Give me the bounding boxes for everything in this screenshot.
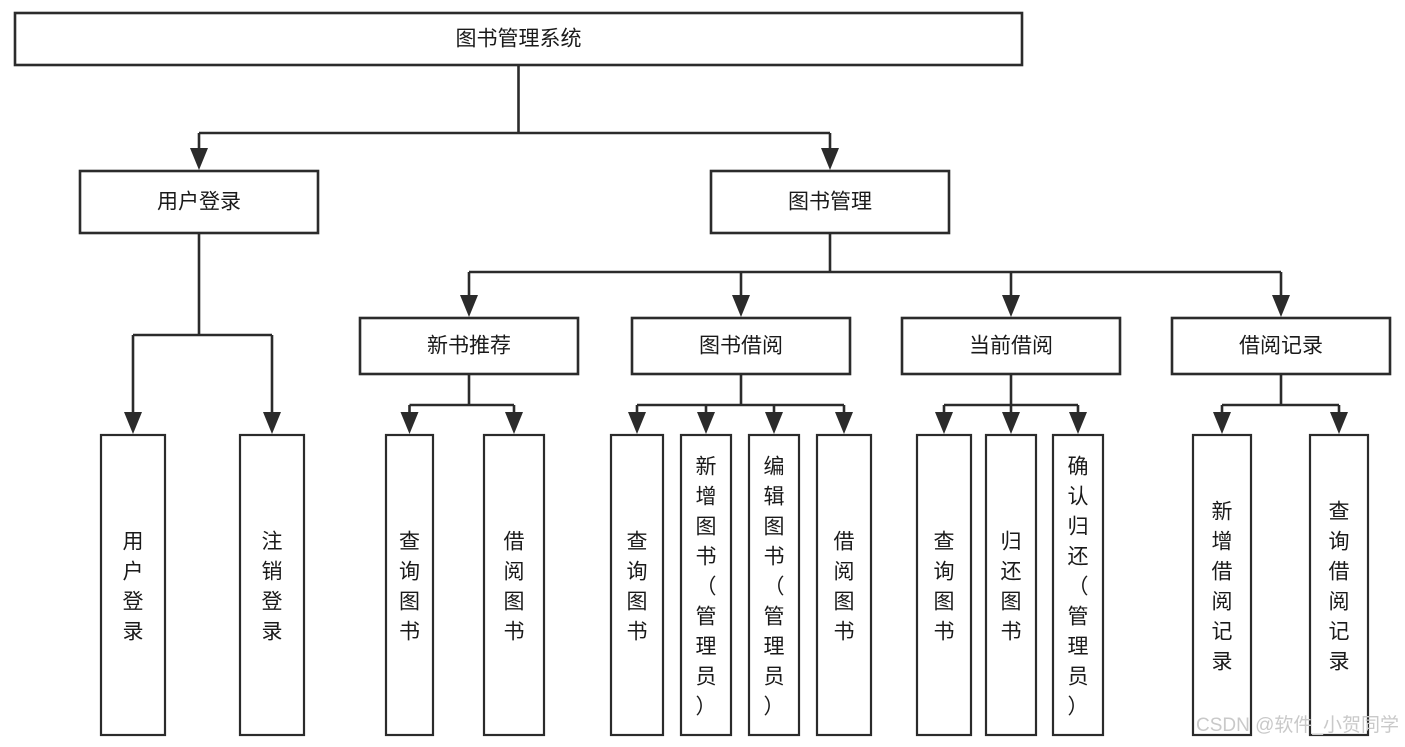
node-box-current-borrow xyxy=(900,316,1122,376)
node-label-root: 图书管理系统 xyxy=(456,28,582,51)
arrow-head-icon xyxy=(765,412,783,434)
node-box-borrow-record xyxy=(1170,316,1392,376)
edge-group-root xyxy=(190,65,839,170)
node-leaf-query-record[interactable]: 查询借阅记录 xyxy=(1308,433,1370,737)
node-book-manage[interactable]: 图书管理 xyxy=(709,169,951,235)
edge-group-book-manage xyxy=(460,233,1290,317)
node-box-leaf-confirm-return xyxy=(1051,433,1105,737)
node-box-leaf-borrow-book-1 xyxy=(482,433,546,737)
node-box-leaf-logout xyxy=(238,433,306,737)
arrow-head-icon xyxy=(732,295,750,317)
arrow-head-icon xyxy=(1272,295,1290,317)
arrow-head-icon xyxy=(628,412,646,434)
arrow-head-icon xyxy=(1069,412,1087,434)
arrow-head-icon xyxy=(1330,412,1348,434)
node-box-book-borrow xyxy=(630,316,852,376)
edge-group-borrow-record xyxy=(1213,374,1348,434)
node-label-leaf-borrow-book-2: 借阅图书 xyxy=(834,530,855,643)
node-label-leaf-query-record: 查询借阅记录 xyxy=(1329,500,1350,673)
node-root[interactable]: 图书管理系统 xyxy=(13,11,1024,67)
node-leaf-return-book[interactable]: 归还图书 xyxy=(984,433,1038,737)
node-label-leaf-user-login: 用户登录 xyxy=(123,530,144,643)
node-label-book-borrow: 图书借阅 xyxy=(699,335,783,358)
node-box-user-login xyxy=(78,169,320,235)
node-current-borrow[interactable]: 当前借阅 xyxy=(900,316,1122,376)
edge-group-user-login xyxy=(124,233,281,434)
node-leaf-query-book-1[interactable]: 查询图书 xyxy=(384,433,435,737)
node-leaf-query-book-3[interactable]: 查询图书 xyxy=(915,433,973,737)
node-box-leaf-return-book xyxy=(984,433,1038,737)
arrow-head-icon xyxy=(190,148,208,170)
node-new-book-rec[interactable]: 新书推荐 xyxy=(358,316,580,376)
node-leaf-user-login[interactable]: 用户登录 xyxy=(99,433,167,737)
arrow-head-icon xyxy=(263,412,281,434)
arrow-head-icon xyxy=(697,412,715,434)
arrow-head-icon xyxy=(1213,412,1231,434)
node-box-leaf-add-record xyxy=(1191,433,1253,737)
node-borrow-record[interactable]: 借阅记录 xyxy=(1170,316,1392,376)
node-box-leaf-add-book xyxy=(679,433,733,737)
node-leaf-borrow-book-2[interactable]: 借阅图书 xyxy=(815,433,873,737)
node-leaf-query-book-2[interactable]: 查询图书 xyxy=(609,433,665,737)
edge-group-current-borrow xyxy=(935,374,1087,434)
node-box-leaf-query-record xyxy=(1308,433,1370,737)
node-label-leaf-confirm-return: 确认归还（管理员） xyxy=(1068,455,1089,718)
node-leaf-confirm-return[interactable]: 确认归还（管理员） xyxy=(1051,433,1105,737)
node-label-current-borrow: 当前借阅 xyxy=(969,335,1053,358)
node-label-leaf-add-book: 新增图书（管理员） xyxy=(696,455,717,718)
arrow-head-icon xyxy=(835,412,853,434)
node-label-book-manage: 图书管理 xyxy=(788,191,872,214)
node-label-leaf-query-book-2: 查询图书 xyxy=(627,530,648,643)
node-label-leaf-return-book: 归还图书 xyxy=(1001,530,1022,643)
arrow-head-icon xyxy=(1002,412,1020,434)
node-label-user-login: 用户登录 xyxy=(157,191,241,214)
node-box-leaf-query-book-3 xyxy=(915,433,973,737)
csdn-watermark: CSDN @软件_小贺同学 xyxy=(1196,714,1399,736)
arrow-head-icon xyxy=(1002,295,1020,317)
node-label-leaf-query-book-3: 查询图书 xyxy=(934,530,955,643)
node-box-leaf-edit-book xyxy=(747,433,801,737)
node-box-root xyxy=(13,11,1024,67)
arrow-head-icon xyxy=(400,412,419,434)
arrow-head-icon xyxy=(935,412,953,434)
arrow-head-icon xyxy=(505,412,523,434)
node-box-leaf-query-book-2 xyxy=(609,433,665,737)
node-box-book-manage xyxy=(709,169,951,235)
edge-group-book-borrow xyxy=(628,374,853,434)
node-user-login[interactable]: 用户登录 xyxy=(78,169,320,235)
node-label-leaf-logout: 注销登录 xyxy=(262,530,283,643)
node-box-leaf-borrow-book-2 xyxy=(815,433,873,737)
node-leaf-borrow-book-1[interactable]: 借阅图书 xyxy=(482,433,546,737)
node-boxes: 图书管理系统用户登录图书管理新书推荐图书借阅当前借阅借阅记录用户登录注销登录查询… xyxy=(13,11,1392,737)
node-leaf-add-record[interactable]: 新增借阅记录 xyxy=(1191,433,1253,737)
node-book-borrow[interactable]: 图书借阅 xyxy=(630,316,852,376)
node-label-borrow-record: 借阅记录 xyxy=(1239,335,1323,358)
node-box-leaf-user-login xyxy=(99,433,167,737)
arrow-head-icon xyxy=(460,295,478,317)
node-label-leaf-add-record: 新增借阅记录 xyxy=(1212,500,1233,673)
arrow-head-icon xyxy=(821,148,839,170)
node-label-new-book-rec: 新书推荐 xyxy=(427,335,511,358)
node-leaf-logout[interactable]: 注销登录 xyxy=(238,433,306,737)
node-label-leaf-borrow-book-1: 借阅图书 xyxy=(504,530,525,643)
node-label-leaf-edit-book: 编辑图书（管理员） xyxy=(764,455,785,718)
connector-lines xyxy=(124,65,1348,434)
node-leaf-add-book[interactable]: 新增图书（管理员） xyxy=(679,433,733,737)
node-box-new-book-rec xyxy=(358,316,580,376)
node-leaf-edit-book[interactable]: 编辑图书（管理员） xyxy=(747,433,801,737)
node-box-leaf-query-book-1 xyxy=(384,433,435,737)
edge-group-new-book-rec xyxy=(400,374,523,434)
node-label-leaf-query-book-1: 查询图书 xyxy=(399,530,420,643)
arrow-head-icon xyxy=(124,412,142,434)
